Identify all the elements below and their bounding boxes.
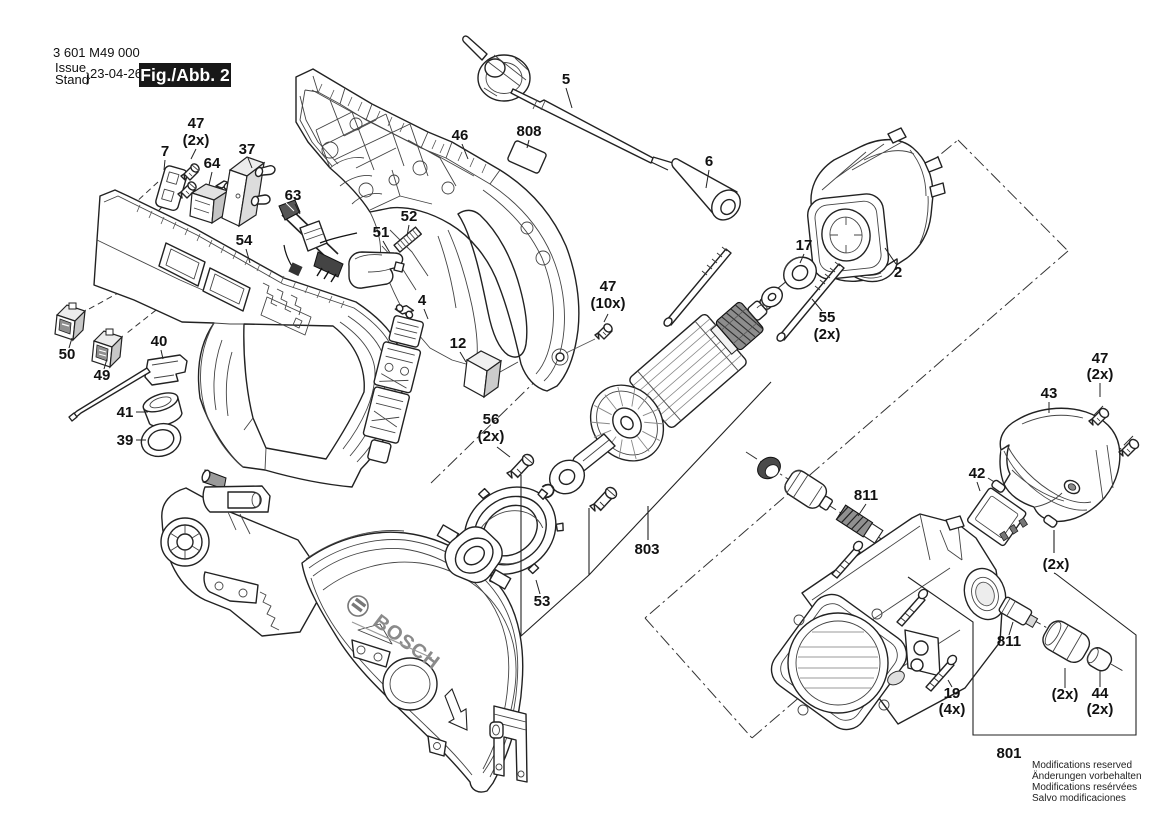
svg-text:Änderungen vorbehalten: Änderungen vorbehalten [1032, 770, 1142, 782]
svg-text:4: 4 [418, 292, 427, 309]
svg-text:40: 40 [151, 333, 168, 350]
svg-text:2: 2 [894, 264, 902, 281]
svg-text:51: 51 [373, 224, 390, 241]
svg-text:47: 47 [188, 115, 205, 132]
svg-text:56: 56 [483, 411, 500, 428]
svg-text:Modifications reserved: Modifications reserved [1032, 760, 1132, 771]
svg-text:42: 42 [969, 465, 986, 482]
svg-text:Salvo modificaciones: Salvo modificaciones [1032, 793, 1126, 804]
svg-text:43: 43 [1041, 385, 1058, 402]
svg-text:Modifications resérvées: Modifications resérvées [1032, 782, 1137, 793]
svg-text:63: 63 [285, 187, 302, 204]
svg-text:(2x): (2x) [1043, 556, 1070, 573]
svg-text:47: 47 [1092, 350, 1109, 367]
svg-text:(2x): (2x) [478, 428, 505, 445]
svg-text:808: 808 [516, 123, 541, 140]
svg-text:(2x): (2x) [1087, 366, 1114, 383]
svg-text:23-04-26: 23-04-26 [90, 66, 142, 81]
svg-text:53: 53 [534, 593, 551, 610]
svg-text:39: 39 [117, 432, 134, 449]
svg-text:(2x): (2x) [183, 132, 210, 149]
svg-text:49: 49 [94, 367, 111, 384]
svg-text:Fig./Abb. 2: Fig./Abb. 2 [140, 65, 230, 85]
svg-text:(10x): (10x) [590, 295, 625, 312]
svg-text:801: 801 [996, 745, 1021, 762]
svg-text:46: 46 [452, 127, 469, 144]
svg-text:64: 64 [204, 155, 221, 172]
svg-text:6: 6 [705, 153, 713, 170]
svg-text:19: 19 [944, 685, 961, 702]
svg-text:}: } [86, 70, 91, 85]
svg-text:811: 811 [854, 487, 878, 504]
svg-text:Stand: Stand [55, 72, 89, 87]
svg-text:55: 55 [819, 309, 836, 326]
svg-text:803: 803 [634, 541, 659, 558]
svg-text:52: 52 [401, 208, 418, 225]
svg-text:(2x): (2x) [1052, 686, 1079, 703]
svg-text:37: 37 [239, 141, 256, 158]
svg-text:(4x): (4x) [939, 701, 966, 718]
svg-text:7: 7 [161, 143, 169, 160]
svg-text:(2x): (2x) [814, 326, 841, 343]
svg-text:41: 41 [117, 404, 134, 421]
svg-text:12: 12 [450, 335, 467, 352]
svg-text:Issue: Issue [55, 60, 86, 75]
svg-text:54: 54 [236, 232, 253, 249]
svg-text:(2x): (2x) [1087, 701, 1114, 718]
svg-text:3 601 M49 000: 3 601 M49 000 [53, 45, 140, 60]
svg-text:50: 50 [59, 346, 76, 363]
svg-text:17: 17 [796, 237, 813, 254]
svg-text:47: 47 [600, 278, 617, 295]
svg-text:811: 811 [997, 633, 1021, 650]
svg-text:44: 44 [1092, 685, 1109, 702]
svg-text:5: 5 [562, 71, 570, 88]
